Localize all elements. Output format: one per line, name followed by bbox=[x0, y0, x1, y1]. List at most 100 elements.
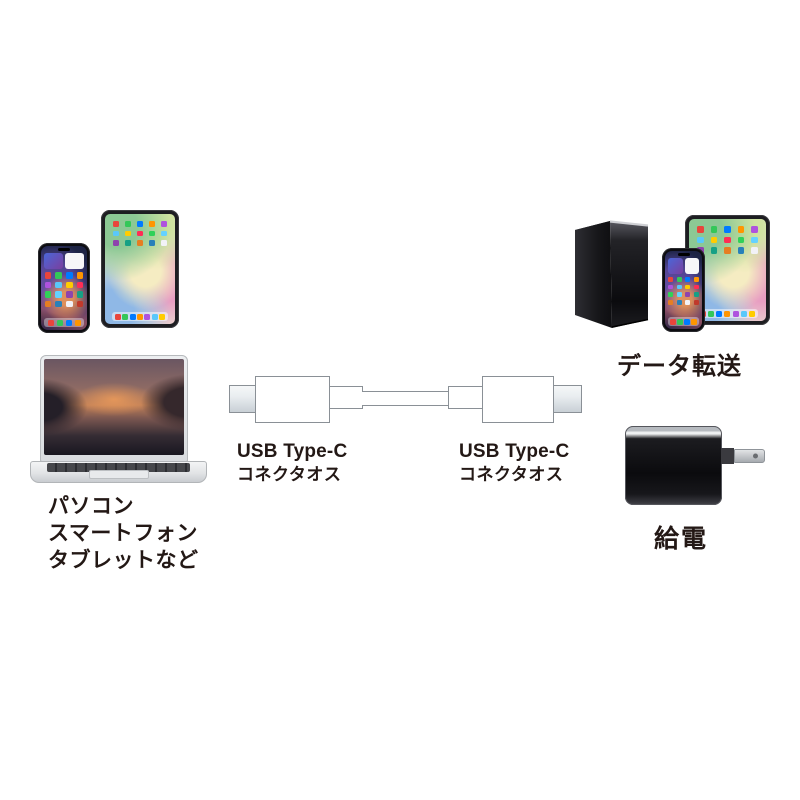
app-icon bbox=[137, 221, 143, 227]
phone-widget bbox=[65, 253, 84, 269]
app-icon bbox=[159, 313, 166, 320]
app-icon bbox=[66, 281, 73, 289]
app-icon bbox=[149, 221, 155, 227]
app-icon bbox=[668, 292, 674, 298]
laptop-illustration bbox=[40, 355, 188, 462]
connector-label-line1: USB Type-C bbox=[237, 441, 348, 462]
cable-cord bbox=[362, 391, 449, 406]
connector-label-right: USB Type-C コネクタオス bbox=[459, 440, 569, 486]
tablet-illustration-left bbox=[101, 210, 179, 328]
app-icon bbox=[670, 318, 677, 325]
adapter-prong-blade bbox=[734, 449, 765, 463]
left-devices-caption: パソコン スマートフォン タブレットなど bbox=[48, 493, 199, 574]
app-icon bbox=[668, 277, 674, 282]
app-icon bbox=[76, 281, 84, 289]
app-icon bbox=[732, 310, 739, 317]
app-icon bbox=[125, 230, 131, 237]
app-icon bbox=[737, 247, 745, 254]
app-icon bbox=[677, 318, 684, 325]
cable-strain-relief-right bbox=[448, 386, 483, 409]
app-icon bbox=[66, 300, 73, 308]
app-icon bbox=[710, 226, 718, 233]
usb-c-plug-tip-left bbox=[229, 385, 257, 413]
app-icon bbox=[685, 300, 691, 305]
caption-line: パソコン bbox=[48, 495, 134, 518]
tablet-app-icons bbox=[112, 221, 168, 246]
smartphone-illustration-left bbox=[38, 243, 90, 333]
app-icon bbox=[144, 313, 151, 320]
app-icon bbox=[685, 284, 691, 290]
app-icon bbox=[56, 319, 63, 326]
app-icon bbox=[697, 226, 704, 233]
app-icon bbox=[724, 310, 731, 317]
app-icon bbox=[676, 292, 682, 298]
app-icon bbox=[161, 221, 167, 227]
app-icon bbox=[716, 310, 723, 317]
app-icon bbox=[44, 300, 52, 308]
app-icon bbox=[161, 240, 167, 246]
app-icon bbox=[55, 272, 62, 279]
app-icon bbox=[676, 300, 682, 305]
laptop-base bbox=[30, 461, 207, 483]
app-icon bbox=[76, 291, 84, 298]
app-icon bbox=[693, 284, 699, 290]
app-icon bbox=[751, 236, 758, 244]
app-icon bbox=[710, 247, 718, 254]
phone-dock bbox=[668, 317, 699, 326]
cable-strain-relief-left bbox=[329, 386, 363, 409]
app-icon bbox=[113, 240, 119, 246]
app-icon bbox=[690, 318, 697, 325]
app-icon bbox=[693, 300, 699, 305]
app-icon bbox=[55, 291, 62, 298]
tablet-app-icons bbox=[696, 226, 759, 254]
connector-label-line1: USB Type-C bbox=[459, 441, 570, 462]
app-icon bbox=[697, 236, 704, 244]
phone-app-icons bbox=[44, 272, 84, 308]
app-icon bbox=[137, 230, 143, 237]
phone-camera-island bbox=[677, 253, 690, 256]
phone-widget bbox=[684, 258, 699, 274]
laptop-wallpaper bbox=[44, 359, 184, 455]
app-icon bbox=[44, 281, 52, 289]
app-icon bbox=[676, 284, 682, 290]
app-icon bbox=[122, 313, 129, 320]
app-icon bbox=[737, 236, 745, 244]
phone-dock bbox=[44, 318, 84, 327]
app-icon bbox=[740, 310, 747, 317]
laptop-keyboard bbox=[47, 463, 190, 472]
power-adapter-illustration bbox=[625, 426, 722, 505]
app-icon bbox=[685, 277, 691, 282]
phone-app-icons bbox=[668, 277, 699, 305]
tablet-dock bbox=[696, 309, 759, 318]
app-icon bbox=[44, 272, 52, 279]
phone-widget bbox=[44, 253, 63, 269]
app-icon bbox=[751, 226, 758, 233]
connector-label-left: USB Type-C コネクタオス bbox=[237, 440, 347, 486]
app-icon bbox=[76, 272, 84, 279]
tablet-screen bbox=[105, 214, 175, 324]
app-icon bbox=[668, 284, 674, 290]
connector-label-line2: コネクタオス bbox=[237, 465, 342, 485]
smartphone-illustration-right bbox=[662, 248, 705, 332]
app-icon bbox=[676, 277, 682, 282]
app-icon bbox=[151, 313, 158, 320]
app-icon bbox=[749, 310, 756, 317]
app-icon bbox=[74, 319, 81, 326]
app-icon bbox=[693, 277, 699, 282]
app-icon bbox=[685, 292, 691, 298]
app-icon bbox=[710, 236, 718, 244]
external-drive-illustration bbox=[575, 220, 649, 328]
app-icon bbox=[114, 313, 121, 320]
usb-c-plug-tip-right bbox=[553, 385, 582, 413]
app-icon bbox=[137, 240, 143, 246]
connector-label-line2: コネクタオス bbox=[459, 465, 564, 485]
app-icon bbox=[55, 300, 62, 308]
data-transfer-caption: データ転送 bbox=[617, 353, 742, 380]
adapter-prong-base bbox=[721, 448, 734, 464]
app-icon bbox=[724, 236, 731, 244]
smartphone-screen bbox=[665, 251, 702, 329]
app-icon bbox=[149, 230, 155, 237]
app-icon bbox=[113, 221, 119, 227]
app-icon bbox=[724, 247, 731, 254]
app-icon bbox=[161, 230, 167, 237]
